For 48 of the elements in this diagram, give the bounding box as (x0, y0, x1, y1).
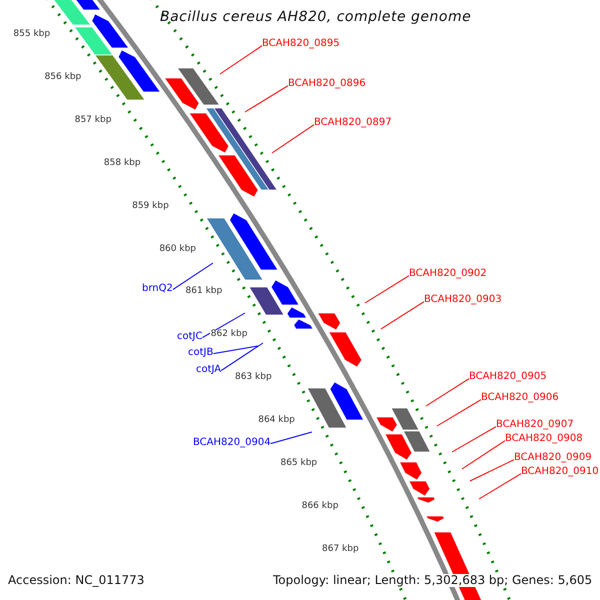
leader-line (452, 426, 496, 452)
gene-label: BCAH820_0905 (469, 371, 547, 382)
leader-line (462, 440, 506, 470)
gene-label: BCAH820_0909 (514, 452, 592, 463)
gene-label: BCAH820_0903 (424, 294, 502, 305)
tick-label: 860 kbp (158, 244, 197, 254)
leader-line (202, 312, 246, 338)
gene-label: cotJA (196, 364, 222, 375)
gene-label: BCAH820_0896 (288, 78, 366, 89)
gene-label: brnQ2 (142, 283, 173, 294)
leader-line (364, 275, 410, 304)
gene-label: BCAH820_0907 (496, 419, 574, 430)
gene-label: BCAH820_0906 (481, 392, 559, 403)
gene-label: BCAH820_0908 (505, 433, 583, 444)
leader-line (272, 124, 314, 154)
leader-line (244, 85, 288, 112)
leader-line (172, 262, 214, 290)
leader-line (470, 459, 514, 482)
tick-label: 862 kbp (210, 330, 248, 340)
leader-line (270, 432, 312, 444)
title: Bacillus cereus AH820, complete genome (160, 10, 472, 26)
leader-line (436, 399, 482, 426)
gene-label: BCAH820_0897 (314, 117, 392, 128)
gene-label: BCAH820_0910 (521, 466, 599, 477)
tick-label: 856 kbp (44, 72, 82, 83)
leader-line (212, 346, 258, 354)
gene-label: cotJC (177, 331, 202, 342)
tick-label: 867 kbp (321, 544, 360, 555)
tick-label: 866 kbp (300, 502, 340, 512)
tick-label: 858 kbp (102, 158, 142, 169)
leader-line (380, 301, 424, 330)
footer-text: Accession: NC_011773 (8, 574, 144, 588)
gene-label: BCAH820_0902 (409, 268, 487, 279)
gene-label: cotJB (188, 347, 214, 358)
tick-label: 859 kbp (131, 202, 170, 212)
tick-label: 855 kbp (12, 30, 52, 40)
leader-line (220, 342, 264, 372)
tick-label: 864 kbp (257, 416, 296, 426)
gene-label: BCAH820_0895 (262, 38, 340, 49)
footer-text: Topology: linear; Length: 5,302,683 bp; Genes: 5,605 (273, 574, 592, 588)
gene-label: BCAH820_0904 (193, 437, 271, 448)
tick-label: 857 kbp (74, 116, 112, 126)
tick-label: 865 kbp (279, 459, 318, 469)
leader-line (478, 473, 522, 500)
tick-label: 861 kbp (184, 287, 224, 298)
leader-line (220, 45, 262, 74)
tick-label: 863 kbp (234, 373, 273, 384)
leader-line (426, 378, 470, 406)
